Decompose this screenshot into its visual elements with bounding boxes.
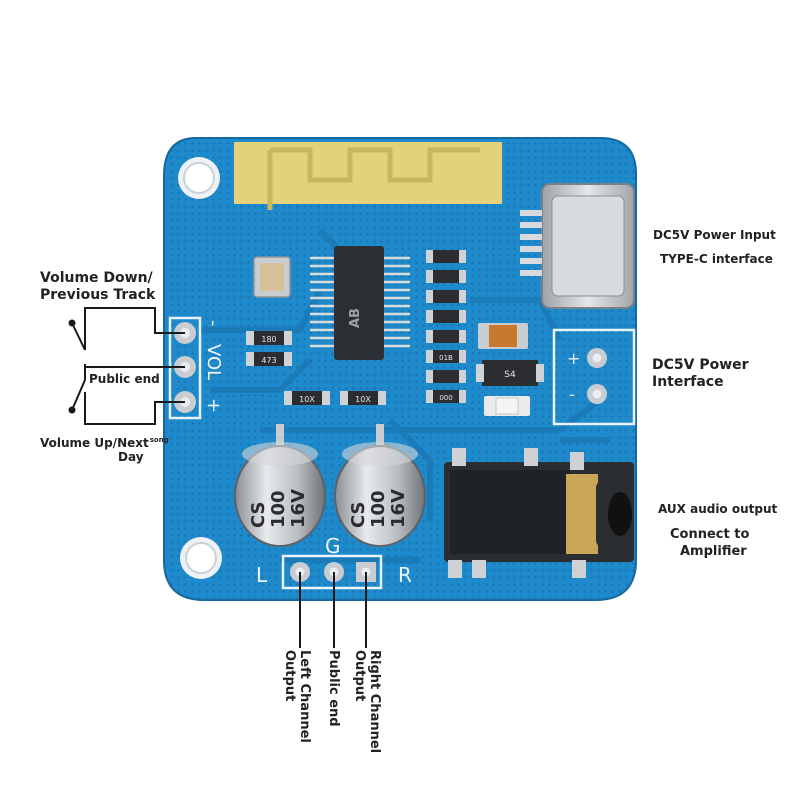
resistor-000-label: 000 bbox=[439, 394, 452, 402]
diode-s4-label: S4 bbox=[504, 370, 516, 380]
connect-to-line1: Connect to bbox=[670, 527, 750, 542]
chip-marking: AB bbox=[348, 308, 363, 328]
type-c-interface-label: TYPE-C interface bbox=[660, 252, 773, 266]
volume-up-song: song bbox=[149, 436, 169, 444]
public-end-left-label: Public end bbox=[89, 372, 160, 386]
volume-up-line2: Day bbox=[118, 450, 144, 464]
connect-to-amplifier-label: Connect to Amplifier bbox=[670, 526, 749, 560]
pcb-antenna bbox=[234, 142, 502, 210]
right-channel-line1: Right Channel bbox=[367, 650, 382, 754]
pin-g-silkscreen: G bbox=[325, 534, 341, 558]
volume-up-label: Volume Up/Nextsong Day bbox=[40, 436, 169, 464]
power-minus-silkscreen: - bbox=[569, 385, 575, 404]
main-chip: AB bbox=[310, 246, 410, 360]
volume-up-line1: Volume Up/Next bbox=[40, 436, 149, 450]
resistors-right-column: 01B 000 bbox=[426, 250, 466, 403]
dc5v-power-interface-line2: Interface bbox=[652, 374, 724, 390]
pin-l-silkscreen: L bbox=[256, 563, 268, 587]
power-pads: + - bbox=[552, 328, 636, 426]
vol-silkscreen: VOL bbox=[203, 344, 224, 380]
aux-audio-output-label: AUX audio output bbox=[658, 502, 778, 516]
right-channel-line2: Output bbox=[352, 650, 367, 702]
resistor-180-label: 180 bbox=[261, 335, 276, 344]
capacitor-left: CS 100 16V bbox=[234, 424, 326, 547]
capacitor-right: CS 100 16V bbox=[334, 424, 426, 547]
volume-down-line2: Previous Track bbox=[40, 287, 156, 303]
resistor-10x-a-label: 10X bbox=[299, 395, 315, 404]
vol-minus-silkscreen: - bbox=[203, 320, 224, 327]
power-plus-silkscreen: + bbox=[567, 349, 580, 368]
crystal-oscillator bbox=[253, 256, 291, 298]
cap-left-voltage: 16V bbox=[288, 489, 309, 528]
resistor-01b-label: 01B bbox=[439, 354, 453, 362]
cap-left-value: 100 bbox=[268, 490, 289, 528]
left-channel-output-label: Left Channel Output bbox=[282, 650, 312, 743]
volume-down-line1: Volume Down/ bbox=[40, 270, 153, 286]
output-wiring bbox=[299, 572, 367, 648]
resistor-473-label: 473 bbox=[261, 356, 276, 365]
switch-wiring bbox=[68, 307, 185, 425]
volume-down-label: Volume Down/ Previous Track bbox=[40, 270, 155, 304]
resistors-left: 180 473 10X 10X bbox=[246, 331, 386, 405]
left-channel-line1: Left Channel bbox=[297, 650, 312, 743]
left-channel-line2: Output bbox=[282, 650, 297, 702]
cap-right-brand: CS bbox=[348, 501, 369, 528]
pin-r-silkscreen: R bbox=[398, 563, 412, 587]
connect-to-line2: Amplifier bbox=[680, 544, 747, 559]
right-channel-output-label: Right Channel Output bbox=[352, 650, 382, 753]
dc5v-power-interface-line1: DC5V Power bbox=[652, 357, 749, 373]
dc5v-power-interface-label: DC5V Power Interface bbox=[652, 357, 749, 391]
resistor-10x-b-label: 10X bbox=[355, 395, 371, 404]
usb-type-c-connector bbox=[520, 183, 635, 309]
vol-plus-silkscreen: + bbox=[203, 398, 224, 413]
small-components-right: S4 bbox=[476, 323, 544, 416]
cap-right-voltage: 16V bbox=[388, 489, 409, 528]
cap-right-value: 100 bbox=[368, 490, 389, 528]
cap-left-brand: CS bbox=[248, 501, 269, 528]
mounting-holes bbox=[178, 157, 222, 579]
dc5v-power-input-label: DC5V Power Input bbox=[653, 228, 776, 242]
public-end-bottom-label: Public end bbox=[326, 650, 341, 727]
aux-audio-jack bbox=[444, 448, 634, 578]
